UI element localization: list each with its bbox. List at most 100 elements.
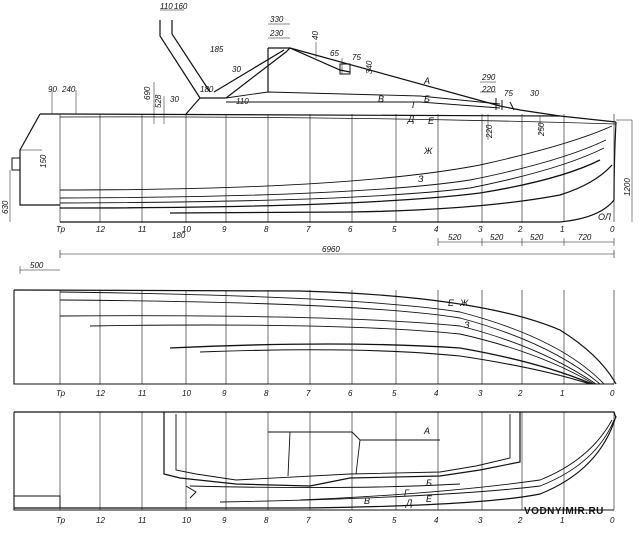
plan-station-label: Тр [56,389,66,398]
profile-station-label: 5 [392,225,397,234]
dim-30-a: 30 [232,65,241,74]
plan-station-label: 3 [478,389,483,398]
profile-station-label: 11 [138,225,146,234]
deck-station-label: 2 [517,516,523,525]
profile-station-label: 1 [560,225,564,234]
watermark: VODNYIMIR.RU [524,506,604,517]
deck-outline [14,411,617,419]
profile-station-label: Тр [56,225,66,234]
profile-label-z: З [418,174,424,184]
profile-dim-lines [9,9,633,222]
plan-station-label: 10 [182,389,191,398]
deck-station-label: 9 [222,516,227,525]
dim-75-b: 75 [504,89,513,98]
dim-520-c: 520 [530,233,544,242]
plan-station-label: 4 [434,389,439,398]
profile-transom-fitting [11,157,21,171]
deck-label-d: Д [405,498,413,508]
plan-line-zh [59,299,601,385]
dim-220-a: 220 [481,85,496,94]
deck-station-label: 6 [348,516,353,525]
dim-690: 690 [143,86,152,100]
dim-340: 340 [365,60,374,74]
deck-chevron [185,485,197,499]
dim-180-top: 180 [200,85,214,94]
deck-station-label: Тр [56,516,66,525]
profile-label-b: Б [424,94,430,104]
dim-220-b: 220 [485,124,494,139]
dim-110: 110 [160,2,173,11]
plan-station-label: 7 [306,389,311,398]
dim-30-b: 30 [170,95,179,104]
dim-528: 528 [154,94,163,108]
deck-label-b: Б [426,478,432,488]
dim-330: 330 [270,15,284,24]
overall-length-dim-line [59,250,615,258]
profile-line-z-2 [59,147,605,204]
plan-station-label: 2 [517,389,523,398]
deck-view [13,411,617,511]
plan-line-z-1 [59,315,597,385]
deck-line-v [299,419,613,501]
dim-160: 160 [174,2,188,11]
deck-station-label: 7 [306,516,311,525]
profile-stem [613,121,617,201]
dim-250: 250 [537,122,546,137]
deck-sheer-bow [14,415,617,509]
dim-180-bottom: 180 [172,231,186,240]
profile-station-label: 10 [182,225,191,234]
profile-mast-frame [159,20,211,115]
plan-station-label: 8 [264,389,269,398]
dim-240: 240 [61,85,76,94]
profile-label-v: В [378,94,384,104]
dim-65: 65 [330,49,339,58]
profile-label-e: Е [428,116,435,126]
profile-station-label: 4 [434,225,439,234]
profile-chine-line [169,164,613,214]
dim-630: 630 [1,200,10,214]
plan-chine [169,343,593,385]
profile-station-label: 8 [264,225,269,234]
dim-150: 150 [39,154,48,168]
profile-line-z-3 [59,159,601,209]
plan-label-e: Е [448,298,455,308]
deck-cockpit [163,412,521,487]
deck-label-g: Г [404,488,410,498]
plan-label-z: З [464,320,470,330]
dim-30-c: 30 [530,89,539,98]
deck-line-g [219,419,615,503]
dim-720: 720 [578,233,592,242]
plan-station-label: 5 [392,389,397,398]
dim-290: 290 [481,73,496,82]
profile-station-label: 3 [478,225,483,234]
deck-station-label: 11 [138,516,146,525]
dim-520-b: 520 [490,233,504,242]
profile-label-g: Г [412,100,418,110]
profile-transom [19,113,60,206]
profile-line-z-1 [59,139,607,199]
profile-station-label: 9 [222,225,227,234]
dim-520-a: 520 [448,233,462,242]
plan-deck-line [13,289,617,385]
deck-station-label: 1 [560,516,564,525]
profile-cabin-top-a [289,47,561,117]
profile-station-label: 0 [610,225,615,234]
profile-cabin-line-v [226,101,501,109]
deck-station-label: 5 [392,516,397,525]
profile-station-label: 2 [517,225,523,234]
plan-view [13,289,617,385]
deck-label-a: А [423,426,430,436]
dim-1200: 1200 [623,178,632,196]
plan-label-zh: Ж [459,298,469,308]
profile-cabin-line-b [225,91,501,105]
plan-centerline [13,290,614,385]
plan-station-lines [59,290,615,384]
dim-500: 500 [30,261,44,270]
profile-station-label: 12 [96,225,105,234]
profile-label-a: А [423,76,430,86]
plan-line-z-2 [89,324,595,385]
